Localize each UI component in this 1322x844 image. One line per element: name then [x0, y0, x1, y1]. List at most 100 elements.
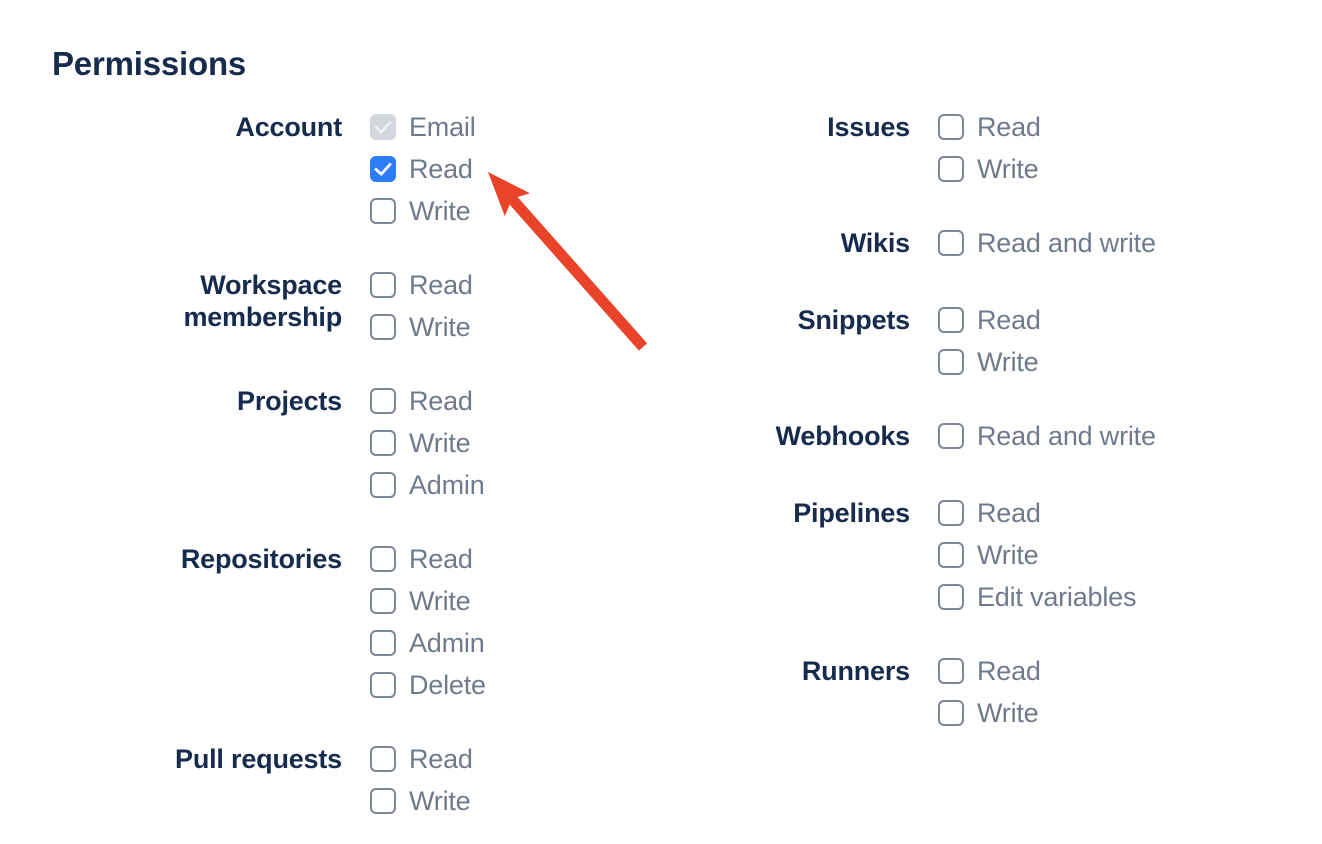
- pipelines-write-label[interactable]: Write: [977, 540, 1039, 570]
- permissions-columns: Account Email Read Write Workspace membe…: [52, 112, 1322, 844]
- repositories-write-option[interactable]: Write: [370, 586, 486, 616]
- repositories-delete-option[interactable]: Delete: [370, 670, 486, 700]
- repositories-admin-checkbox[interactable]: [370, 630, 396, 656]
- workspace-membership-write-option[interactable]: Write: [370, 312, 473, 342]
- runners-read-checkbox[interactable]: [938, 658, 964, 684]
- snippets-read-option[interactable]: Read: [938, 305, 1041, 335]
- permission-group-snippets: Snippets Read Write: [620, 305, 1156, 377]
- repositories-delete-checkbox[interactable]: [370, 672, 396, 698]
- account-write-checkbox[interactable]: [370, 198, 396, 224]
- workspace-membership-read-checkbox[interactable]: [370, 272, 396, 298]
- snippets-write-checkbox[interactable]: [938, 349, 964, 375]
- pull-requests-read-label[interactable]: Read: [409, 744, 473, 774]
- group-label-repositories: Repositories: [180, 544, 342, 574]
- account-read-label[interactable]: Read: [409, 154, 473, 184]
- permission-group-wikis: Wikis Read and write: [620, 228, 1156, 259]
- pipelines-write-checkbox[interactable]: [938, 542, 964, 568]
- account-email-option[interactable]: Email: [370, 112, 476, 142]
- issues-write-option[interactable]: Write: [938, 154, 1041, 184]
- pipelines-edit-variables-checkbox[interactable]: [938, 584, 964, 610]
- group-label-issues: Issues: [827, 112, 910, 142]
- runners-read-label[interactable]: Read: [977, 656, 1041, 686]
- group-label-snippets: Snippets: [797, 305, 911, 335]
- projects-admin-label[interactable]: Admin: [409, 470, 485, 500]
- repositories-write-checkbox[interactable]: [370, 588, 396, 614]
- permission-group-webhooks: Webhooks Read and write: [620, 421, 1156, 452]
- snippets-read-checkbox[interactable]: [938, 307, 964, 333]
- account-read-option[interactable]: Read: [370, 154, 476, 184]
- projects-read-checkbox[interactable]: [370, 388, 396, 414]
- permission-group-repositories: Repositories Read Write Admin Delete: [52, 544, 590, 700]
- projects-write-label[interactable]: Write: [409, 428, 471, 458]
- account-email-label[interactable]: Email: [409, 112, 476, 142]
- group-label-pull-requests: Pull requests: [175, 744, 342, 774]
- permission-group-pull-requests: Pull requests Read Write: [52, 744, 590, 816]
- workspace-membership-read-option[interactable]: Read: [370, 270, 473, 300]
- projects-admin-option[interactable]: Admin: [370, 470, 485, 500]
- workspace-membership-write-checkbox[interactable]: [370, 314, 396, 340]
- runners-write-label[interactable]: Write: [977, 698, 1039, 728]
- pipelines-write-option[interactable]: Write: [938, 540, 1136, 570]
- snippets-read-label[interactable]: Read: [977, 305, 1041, 335]
- permission-group-runners: Runners Read Write: [620, 656, 1156, 728]
- snippets-write-option[interactable]: Write: [938, 347, 1041, 377]
- group-label-wikis: Wikis: [840, 228, 910, 258]
- pipelines-read-checkbox[interactable]: [938, 500, 964, 526]
- repositories-read-checkbox[interactable]: [370, 546, 396, 572]
- workspace-membership-write-label[interactable]: Write: [409, 312, 471, 342]
- group-label-webhooks: Webhooks: [775, 421, 911, 451]
- runners-write-checkbox[interactable]: [938, 700, 964, 726]
- pipelines-edit-variables-label[interactable]: Edit variables: [977, 582, 1137, 612]
- account-email-checkbox: [370, 114, 396, 140]
- pull-requests-write-label[interactable]: Write: [409, 786, 471, 816]
- issues-read-checkbox[interactable]: [938, 114, 964, 140]
- pull-requests-read-option[interactable]: Read: [370, 744, 473, 774]
- projects-read-option[interactable]: Read: [370, 386, 485, 416]
- issues-read-option[interactable]: Read: [938, 112, 1041, 142]
- issues-read-label[interactable]: Read: [977, 112, 1041, 142]
- runners-write-option[interactable]: Write: [938, 698, 1041, 728]
- group-label-runners: Runners: [801, 656, 910, 686]
- permission-group-workspace-membership: Workspace membership Read Write: [52, 270, 590, 342]
- repositories-write-label[interactable]: Write: [409, 586, 471, 616]
- group-label-account: Account: [235, 112, 342, 142]
- permission-group-pipelines: Pipelines Read Write Edit variables: [620, 498, 1156, 612]
- account-write-label[interactable]: Write: [409, 196, 471, 226]
- webhooks-read-and-write-option[interactable]: Read and write: [938, 421, 1156, 451]
- webhooks-read-and-write-checkbox[interactable]: [938, 423, 964, 449]
- webhooks-read-and-write-label[interactable]: Read and write: [977, 421, 1156, 451]
- account-write-option[interactable]: Write: [370, 196, 476, 226]
- wikis-read-and-write-checkbox[interactable]: [938, 230, 964, 256]
- pipelines-read-option[interactable]: Read: [938, 498, 1136, 528]
- permission-group-issues: Issues Read Write: [620, 112, 1156, 184]
- repositories-read-label[interactable]: Read: [409, 544, 473, 574]
- projects-write-checkbox[interactable]: [370, 430, 396, 456]
- pipelines-read-label[interactable]: Read: [977, 498, 1041, 528]
- pipelines-edit-variables-option[interactable]: Edit variables: [938, 582, 1137, 612]
- projects-admin-checkbox[interactable]: [370, 472, 396, 498]
- issues-write-checkbox[interactable]: [938, 156, 964, 182]
- issues-write-label[interactable]: Write: [977, 154, 1039, 184]
- group-label-workspace-membership: Workspace membership: [183, 270, 342, 332]
- projects-write-option[interactable]: Write: [370, 428, 485, 458]
- repositories-delete-label[interactable]: Delete: [409, 670, 486, 700]
- repositories-admin-label[interactable]: Admin: [409, 628, 485, 658]
- workspace-membership-read-label[interactable]: Read: [409, 270, 473, 300]
- projects-read-label[interactable]: Read: [409, 386, 473, 416]
- wikis-read-and-write-option[interactable]: Read and write: [938, 228, 1156, 258]
- pull-requests-write-checkbox[interactable]: [370, 788, 396, 814]
- runners-read-option[interactable]: Read: [938, 656, 1041, 686]
- repositories-admin-option[interactable]: Admin: [370, 628, 486, 658]
- snippets-write-label[interactable]: Write: [977, 347, 1039, 377]
- repositories-read-option[interactable]: Read: [370, 544, 486, 574]
- group-label-pipelines: Pipelines: [793, 498, 910, 528]
- pull-requests-read-checkbox[interactable]: [370, 746, 396, 772]
- permissions-column-right: Issues Read Write Wikis Read and write S…: [620, 112, 1156, 774]
- wikis-read-and-write-label[interactable]: Read and write: [977, 228, 1156, 258]
- pull-requests-write-option[interactable]: Write: [370, 786, 473, 816]
- group-label-projects: Projects: [237, 386, 342, 416]
- account-read-checkbox[interactable]: [370, 156, 396, 182]
- permissions-column-left: Account Email Read Write Workspace membe…: [52, 112, 590, 844]
- permission-group-account: Account Email Read Write: [52, 112, 590, 226]
